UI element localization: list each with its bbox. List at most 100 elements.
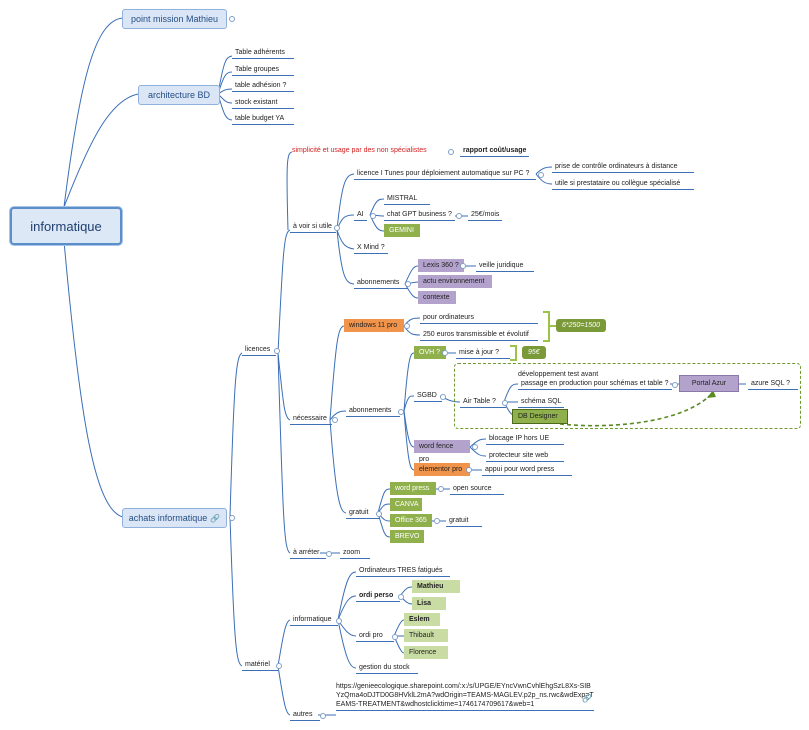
node-necessaire[interactable]: nécessaire <box>290 414 332 425</box>
collapse-toggle[interactable] <box>538 172 544 178</box>
node-thibault[interactable]: Thibault <box>404 629 448 642</box>
node-simplicite[interactable]: simplicité et usage par des non spéciali… <box>292 147 427 154</box>
node-informatique[interactable]: informatique <box>290 615 338 626</box>
node-gratuit[interactable]: gratuit <box>346 508 380 519</box>
collapse-toggle[interactable] <box>438 486 444 492</box>
node-rapport[interactable]: rapport coût/usage <box>460 146 530 157</box>
node-pour-ordis[interactable]: pour ordinateurs <box>420 313 538 324</box>
collapse-toggle[interactable] <box>370 213 376 219</box>
collapse-toggle[interactable] <box>336 618 342 624</box>
node-airtable[interactable]: Air Table ? <box>460 397 506 408</box>
node-dev-test[interactable]: développement test avant <box>518 371 599 378</box>
collapse-toggle[interactable] <box>320 713 326 719</box>
node-abonnements-voir[interactable]: abonnements <box>354 278 408 289</box>
branch-architecture[interactable]: architecture BD <box>138 85 220 105</box>
node-a-arreter[interactable]: à arréter <box>290 548 326 559</box>
node-appui[interactable]: appui pour word press <box>482 465 572 476</box>
node-mathieu[interactable]: Mathieu <box>412 580 460 593</box>
collapse-toggle[interactable] <box>460 263 466 269</box>
collapse-toggle[interactable] <box>456 213 462 219</box>
node-contexte[interactable]: contexte <box>418 291 456 304</box>
node-mise-a-jour[interactable]: mise à jour ? <box>456 348 510 359</box>
node-chatgpt[interactable]: chat GPT business ? <box>384 210 455 221</box>
node-open-source[interactable]: open source <box>450 484 504 495</box>
node-url[interactable]: https://genieecologique.sharepoint.com/:… <box>336 682 594 711</box>
collapse-toggle[interactable] <box>472 444 478 450</box>
node-prise-controle[interactable]: prise de contrôle ordinateurs à distance <box>552 162 694 173</box>
node-wordfence[interactable]: word fence pro <box>414 440 470 463</box>
node-canva[interactable]: CANVA <box>390 498 422 511</box>
node-brevo[interactable]: BREVO <box>390 530 424 543</box>
node-materiel[interactable]: matériel <box>242 660 278 671</box>
summary-ovh[interactable]: 95€ <box>522 346 546 359</box>
collapse-toggle[interactable] <box>274 348 280 354</box>
collapse-toggle[interactable] <box>466 467 472 473</box>
collapse-toggle[interactable] <box>229 515 235 521</box>
link-icon[interactable]: 🔗 <box>582 694 592 703</box>
node-protecteur[interactable]: protecteur site web <box>486 451 564 462</box>
collapse-toggle[interactable] <box>440 394 446 400</box>
arch-item-adherents[interactable]: Table adhérents <box>232 48 294 59</box>
node-a-voir[interactable]: à voir si utile <box>290 222 336 233</box>
collapse-toggle[interactable] <box>276 663 282 669</box>
node-autres[interactable]: autres <box>290 710 320 721</box>
node-utile-prestataire[interactable]: utile si prestataire ou collègue spécial… <box>552 179 694 190</box>
collapse-toggle[interactable] <box>398 594 404 600</box>
collapse-toggle[interactable] <box>398 409 404 415</box>
node-xmind[interactable]: X Mind ? <box>354 243 388 254</box>
node-lexis[interactable]: Lexis 360 ? <box>418 259 464 272</box>
node-actu-env[interactable]: actu environnement <box>418 275 492 288</box>
node-veille[interactable]: veille juridique <box>476 261 534 272</box>
branch-point-mission[interactable]: point mission Mathieu <box>122 9 227 29</box>
node-ordi-pro[interactable]: ordi pro <box>356 631 394 642</box>
node-licences[interactable]: licences <box>242 345 276 356</box>
node-ordi-perso[interactable]: ordi perso <box>356 591 400 602</box>
arch-item-groupes[interactable]: Table groupes <box>232 65 294 76</box>
node-lisa[interactable]: Lisa <box>412 597 446 610</box>
collapse-toggle[interactable] <box>332 417 338 423</box>
root-node[interactable]: informatique <box>10 207 122 245</box>
node-schema-sql[interactable]: schéma SQL <box>518 397 564 408</box>
arch-item-stock[interactable]: stock existant <box>232 98 294 109</box>
node-windows[interactable]: windows 11 pro <box>344 319 404 332</box>
node-abonnements-nec[interactable]: abonnements <box>346 406 400 417</box>
collapse-toggle[interactable] <box>404 323 410 329</box>
collapse-toggle[interactable] <box>502 400 508 406</box>
node-dev-test-2[interactable]: passage en production pour schémas et ta… <box>518 379 672 390</box>
collapse-toggle[interactable] <box>392 634 398 640</box>
node-ordis-fatigues[interactable]: Ordinateurs TRES fatigués <box>356 566 450 577</box>
collapse-toggle[interactable] <box>442 350 448 356</box>
node-portal-azur[interactable]: Portal Azur <box>679 375 739 392</box>
node-ovh[interactable]: OVH ? <box>414 346 446 359</box>
collapse-toggle[interactable] <box>326 551 332 557</box>
node-ai[interactable]: AI <box>354 210 367 221</box>
node-eslem[interactable]: Eslem <box>404 613 440 626</box>
node-gemini[interactable]: GEMINI <box>384 224 420 237</box>
node-elementor[interactable]: elementor pro <box>414 463 470 476</box>
node-blocage[interactable]: blocage IP hors UE <box>486 434 564 445</box>
collapse-toggle[interactable] <box>448 149 454 155</box>
arch-item-adhesion[interactable]: table adhésion ? <box>232 81 294 92</box>
collapse-toggle[interactable] <box>334 225 340 231</box>
collapse-toggle[interactable] <box>229 16 235 22</box>
node-chatgpt-price[interactable]: 25€/mois <box>468 210 503 221</box>
summary-calc[interactable]: 6*250=1500 <box>556 319 606 332</box>
node-florence[interactable]: Florence <box>404 646 448 659</box>
node-mistral[interactable]: MISTRAL <box>384 194 430 205</box>
branch-achats[interactable]: achats informatique🔗 <box>122 508 227 528</box>
node-zoom[interactable]: zoom <box>340 548 370 559</box>
node-wordpress[interactable]: word press <box>390 482 436 495</box>
collapse-toggle[interactable] <box>405 281 411 287</box>
arch-item-budget[interactable]: table budget YA <box>232 114 294 125</box>
node-office-gratuit[interactable]: gratuit <box>446 516 482 527</box>
link-icon[interactable]: 🔗 <box>210 513 221 523</box>
node-office365[interactable]: Office 365 <box>390 514 432 527</box>
node-db-designer[interactable]: DB Designer <box>512 409 568 424</box>
node-itunes[interactable]: licence I Tunes pour déploiement automat… <box>354 169 536 180</box>
collapse-toggle[interactable] <box>672 382 678 388</box>
node-sgbd[interactable]: SGBD <box>414 391 442 402</box>
collapse-toggle[interactable] <box>434 518 440 524</box>
node-gestion-stock[interactable]: gestion du stock <box>356 663 418 674</box>
node-250-euros[interactable]: 250 euros transmissible et évolutif <box>420 330 538 341</box>
node-azure-sql[interactable]: azure SQL ? <box>748 379 798 390</box>
